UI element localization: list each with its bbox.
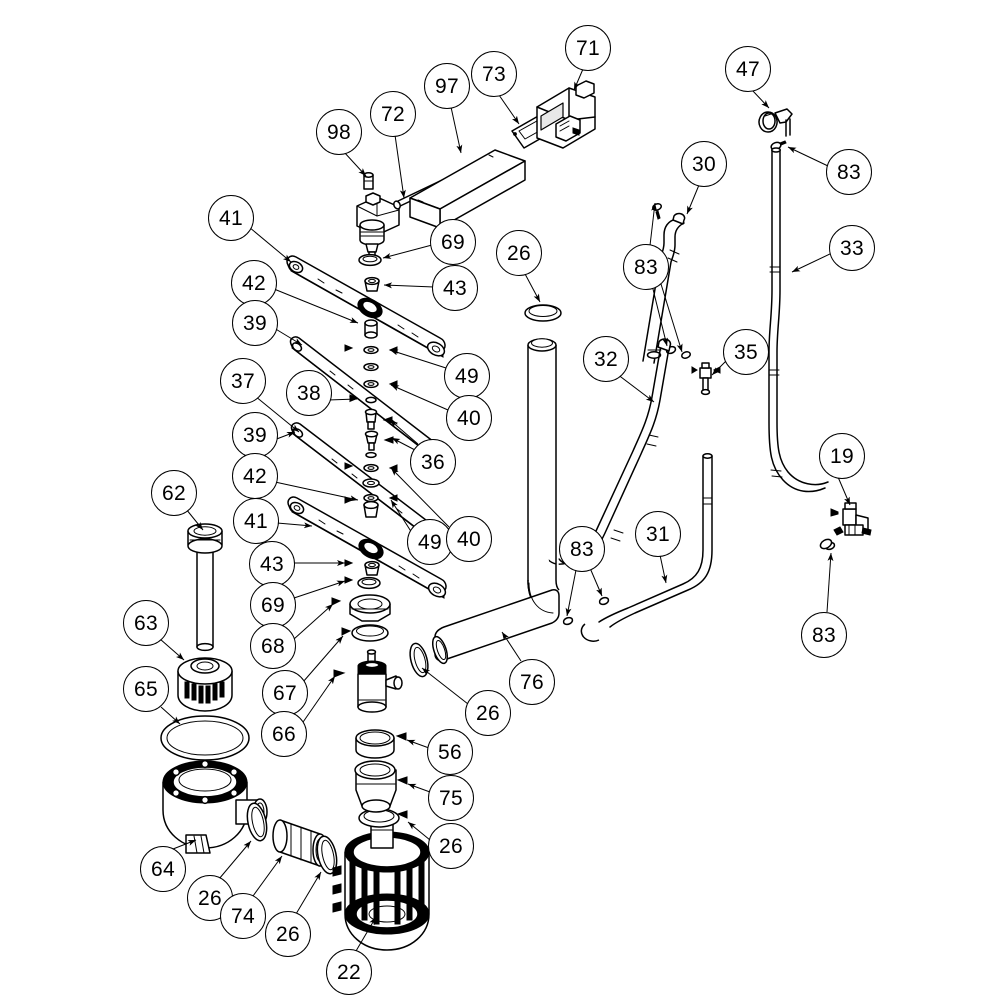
callout-97-beam[interactable]: 97 <box>424 63 470 109</box>
part-19-valve-assembly <box>830 502 872 536</box>
part-26-oring-pipe-top <box>524 304 562 322</box>
callout-31-tube[interactable]: 31 <box>635 511 681 557</box>
part-41-spray-arm-upper <box>286 255 446 358</box>
part-83-clamp-c2 <box>598 596 610 606</box>
callout-35-valve[interactable]: 35 <box>723 329 769 375</box>
washer-cluster-mid <box>344 462 398 518</box>
leader-lines <box>159 68 851 952</box>
callout-47-elbow-fitting[interactable]: 47 <box>725 46 771 92</box>
callout-36-screw[interactable]: 36 <box>410 439 456 485</box>
callout-19-valve-assembly[interactable]: 19 <box>819 433 865 479</box>
callout-75-reducer-hose[interactable]: 75 <box>428 775 474 821</box>
callout-71-switch-housing[interactable]: 71 <box>565 25 611 71</box>
callout-43-bush-lower[interactable]: 43 <box>249 541 295 587</box>
callout-32-hose[interactable]: 32 <box>583 336 629 382</box>
part-83-clamp-b3 <box>680 351 692 359</box>
callout-41-spray-arm-upper[interactable]: 41 <box>208 195 254 241</box>
callout-64-pump-housing[interactable]: 64 <box>140 846 186 892</box>
part-67-oring <box>341 624 389 642</box>
callout-41-spray-arm-lower[interactable]: 41 <box>233 498 279 544</box>
part-26-oring-d <box>246 802 268 842</box>
callout-26-oring-e[interactable]: 26 <box>265 911 311 957</box>
callout-69-oring-lower[interactable]: 69 <box>250 582 296 628</box>
part-71-switch-housing <box>536 80 596 149</box>
callout-39-spray-arm-mid[interactable]: 39 <box>232 300 278 346</box>
callout-74-bellows-hose[interactable]: 74 <box>220 893 266 939</box>
callout-83-clamp-a[interactable]: 83 <box>826 149 872 195</box>
part-26-oring-b <box>409 642 429 678</box>
callout-42-bearing-upper[interactable]: 42 <box>231 260 277 306</box>
part-76-drain-pipe <box>431 338 560 665</box>
callout-42-bearing-lower[interactable]: 42 <box>232 453 278 499</box>
part-56-clamp-ring <box>355 729 407 759</box>
part-31-tube <box>580 453 713 642</box>
callout-83-clamp-b[interactable]: 83 <box>623 244 669 290</box>
callout-83-clamp-c[interactable]: 83 <box>559 526 605 572</box>
callout-26-oring-c[interactable]: 26 <box>428 823 474 869</box>
part-22-circulation-pump <box>332 814 430 951</box>
part-43-bush-lower <box>344 559 380 576</box>
part-83-clamp-c1 <box>562 616 574 626</box>
callout-67-oring[interactable]: 67 <box>262 670 308 716</box>
part-35-valve <box>691 362 721 396</box>
callout-43-bush-upper[interactable]: 43 <box>432 265 478 311</box>
callout-66-diverter-valve[interactable]: 66 <box>261 711 307 757</box>
part-63-filter-cap <box>177 657 233 712</box>
part-41-spray-arm-lower <box>287 496 447 599</box>
callout-98-plug[interactable]: 98 <box>316 109 362 155</box>
part-43-bush-upper <box>364 276 380 292</box>
washer-cluster-upper <box>344 319 398 389</box>
part-97-beam <box>409 149 526 229</box>
part-38-pin-and-36-screws <box>349 394 394 459</box>
callout-73-gasket-plate[interactable]: 73 <box>471 51 517 97</box>
callout-40-washer-upper[interactable]: 40 <box>446 395 492 441</box>
callout-62-standpipe[interactable]: 62 <box>151 470 197 516</box>
callout-65-oring-large[interactable]: 65 <box>123 666 169 712</box>
part-26-oring-c <box>358 808 408 828</box>
part-65-oring-large <box>160 715 250 761</box>
callout-49-washer-upper[interactable]: 49 <box>444 353 490 399</box>
callout-40-washer-lower[interactable]: 40 <box>446 516 492 562</box>
callout-26-oring-pipe-top[interactable]: 26 <box>496 230 542 276</box>
part-62-standpipe <box>187 523 223 652</box>
callout-33-long-hose[interactable]: 33 <box>829 225 875 271</box>
callout-30-hose[interactable]: 30 <box>681 141 727 187</box>
callout-76-drain-pipe[interactable]: 76 <box>509 659 555 705</box>
callout-69-oring-upper[interactable]: 69 <box>430 219 476 265</box>
callout-83-clamp-d[interactable]: 83 <box>801 612 847 658</box>
part-69-oring-upper <box>358 253 382 267</box>
part-26-oring-e <box>316 835 338 875</box>
part-33-long-hose <box>768 147 833 550</box>
callout-63-filter-cap[interactable]: 63 <box>123 600 169 646</box>
callout-72-shaft[interactable]: 72 <box>370 91 416 137</box>
callout-22-circulation-pump[interactable]: 22 <box>326 949 372 995</box>
callout-56-clamp-ring[interactable]: 56 <box>427 729 473 775</box>
part-68-hex-nut <box>331 594 391 622</box>
part-66-diverter-valve <box>333 649 403 713</box>
callout-26-oring-b[interactable]: 26 <box>465 690 511 736</box>
callout-37-spray-arm-lower[interactable]: 37 <box>220 358 266 404</box>
callout-68-nut[interactable]: 68 <box>250 623 296 669</box>
part-47-elbow-fitting <box>758 108 793 137</box>
part-69-oring-lower <box>344 576 381 590</box>
callout-38-pin[interactable]: 38 <box>286 370 332 416</box>
callout-39-spray-arm-mid-b[interactable]: 39 <box>232 412 278 458</box>
part-75-reducer-hose <box>354 760 408 813</box>
